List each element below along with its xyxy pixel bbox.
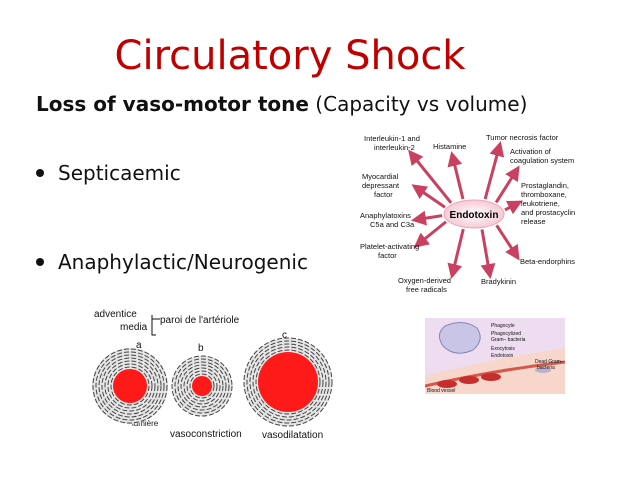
vessel-ring [246, 340, 330, 424]
endotoxin-ellipse [443, 199, 505, 229]
bradykinin-label: Bradykinin [481, 277, 516, 286]
vessel-ring [255, 349, 321, 415]
prost2-label: thromboxane, [521, 190, 567, 199]
bullet-anaphylactic: Anaphylactic/Neurogenic [36, 250, 308, 274]
il1-label: Interleukin-1 and [364, 134, 420, 143]
endotoxin-arrow [413, 220, 447, 248]
myo1-label: Myocardial [362, 172, 399, 181]
bullet-text: Septicaemic [58, 161, 181, 185]
vessel-ring [171, 355, 233, 417]
vessel-ring [110, 366, 150, 406]
slide-subtitle: Loss of vaso-motor tone (Capacity vs vol… [36, 92, 527, 116]
endotoxin-arrow [411, 210, 443, 226]
vessel-c-label: c [282, 330, 287, 341]
endotoxin-arrow [408, 149, 453, 204]
ana1-label: Anaphylatoxins [360, 211, 411, 220]
vessel-ring [249, 343, 327, 421]
red-cell [437, 380, 457, 388]
vessel-ring [186, 370, 218, 402]
endotoxin-arrow [480, 229, 496, 279]
vessel-c [243, 337, 333, 427]
blood-vessel-label: Blood vessel [427, 388, 455, 394]
endotoxin-arrow [411, 184, 446, 209]
endotoxin-arrow [494, 165, 520, 204]
endotoxin-arrows [408, 141, 523, 279]
slide-title: Circulatory Shock [114, 33, 466, 79]
plat2-label: factor [378, 251, 397, 260]
coag1-label: Activation of [510, 147, 552, 156]
vessel-ring [107, 363, 153, 409]
vessel-ring [189, 373, 215, 399]
tnf-label: Tumor necrosis factor [486, 133, 559, 142]
subtitle-rest: (Capacity vs volume) [308, 92, 528, 116]
prost1-label: Prostaglandin, [521, 181, 569, 190]
vessel-ring [104, 360, 156, 412]
endotoxin-label: Endotoxin [450, 210, 499, 221]
vessel-lumen [113, 369, 147, 403]
subtitle-bold: Loss of vaso-motor tone [36, 92, 309, 116]
vessel-ring [180, 364, 224, 408]
oxy2-label: free radicals [406, 285, 447, 294]
red-cell [459, 376, 479, 384]
vasodilatation-label: vasodilatation [262, 430, 323, 441]
vessel-ring [174, 358, 230, 414]
phagocyte-diagram: Phagocyte Phagocytized Gram– bacteria Ex… [425, 318, 565, 394]
endotoxin-arrow [447, 151, 465, 200]
bullet-text: Anaphylactic/Neurogenic [58, 250, 308, 274]
vasoconstriction-label: vasoconstriction [170, 429, 242, 440]
dead1-label: Dead Gram– [535, 359, 564, 365]
bullet-septicaemic: Septicaemic [36, 161, 181, 185]
phagocytized2-label: Gram– bacteria [491, 337, 526, 343]
bullet-dot [36, 169, 44, 177]
vessel-ring [98, 354, 162, 418]
prost4-label: and prostacyclin [521, 208, 575, 217]
exocytosis-label: Exocytosis [491, 346, 515, 352]
vessel-b-label: b [198, 343, 204, 354]
bullet-dot [36, 258, 44, 266]
beta-label: Beta-endorphins [520, 257, 575, 266]
vessel-ring [252, 346, 324, 418]
phagocyte-label: Phagocyte [491, 323, 515, 329]
myo2-label: depressant [362, 181, 400, 190]
vessel-ring [243, 337, 333, 427]
prost5-label: release [521, 217, 546, 226]
endotoxin-diagram: Endotoxin Interleukin-1 and interleukin-… [360, 133, 575, 294]
vessel-ring [183, 367, 221, 405]
vessel-a-label: a [136, 340, 142, 351]
endotoxin-small-label: Endotoxin [491, 353, 513, 359]
red-cell [481, 373, 501, 381]
vessel-ring [101, 357, 159, 415]
endotoxin-arrow [504, 200, 523, 215]
endotoxin-arrow [447, 228, 465, 279]
adventice-label: adventice [94, 309, 137, 320]
media-label: media [120, 322, 148, 333]
vessel-ring [177, 361, 227, 411]
histamine-label: Histamine [433, 142, 466, 151]
phagocyte-cell [439, 322, 481, 354]
coag2-label: coagulation system [510, 156, 574, 165]
vessel-ring [95, 351, 165, 421]
endotoxin-arrow [495, 224, 520, 261]
lumiere-label: lumière [132, 419, 159, 428]
myo3-label: factor [374, 190, 393, 199]
oxy1-label: Oxygen-derived [398, 276, 451, 285]
vessel-ring [92, 348, 168, 424]
vessel-a [92, 348, 168, 424]
vessel-lumen [192, 376, 212, 396]
vessel-lumen [258, 352, 318, 412]
arteriole-diagram: adventice media paroi de l'artériole a b… [92, 309, 333, 441]
vessel-b [171, 355, 233, 417]
ana2-label: C5a and C3a [370, 220, 415, 229]
dead-bacteria [535, 367, 551, 373]
vessels [92, 337, 333, 427]
paroi-label: paroi de l'artériole [160, 315, 240, 326]
endotoxin-arrow [483, 141, 505, 200]
il2-label: interleukin-2 [374, 143, 415, 152]
phagocytized1-label: Phagocytized [491, 331, 521, 337]
prost3-label: leukotriene, [521, 199, 560, 208]
dead2-label: bacteria [537, 365, 555, 371]
plat1-label: Platelet-activating [360, 242, 419, 251]
bracket-line [151, 315, 160, 336]
